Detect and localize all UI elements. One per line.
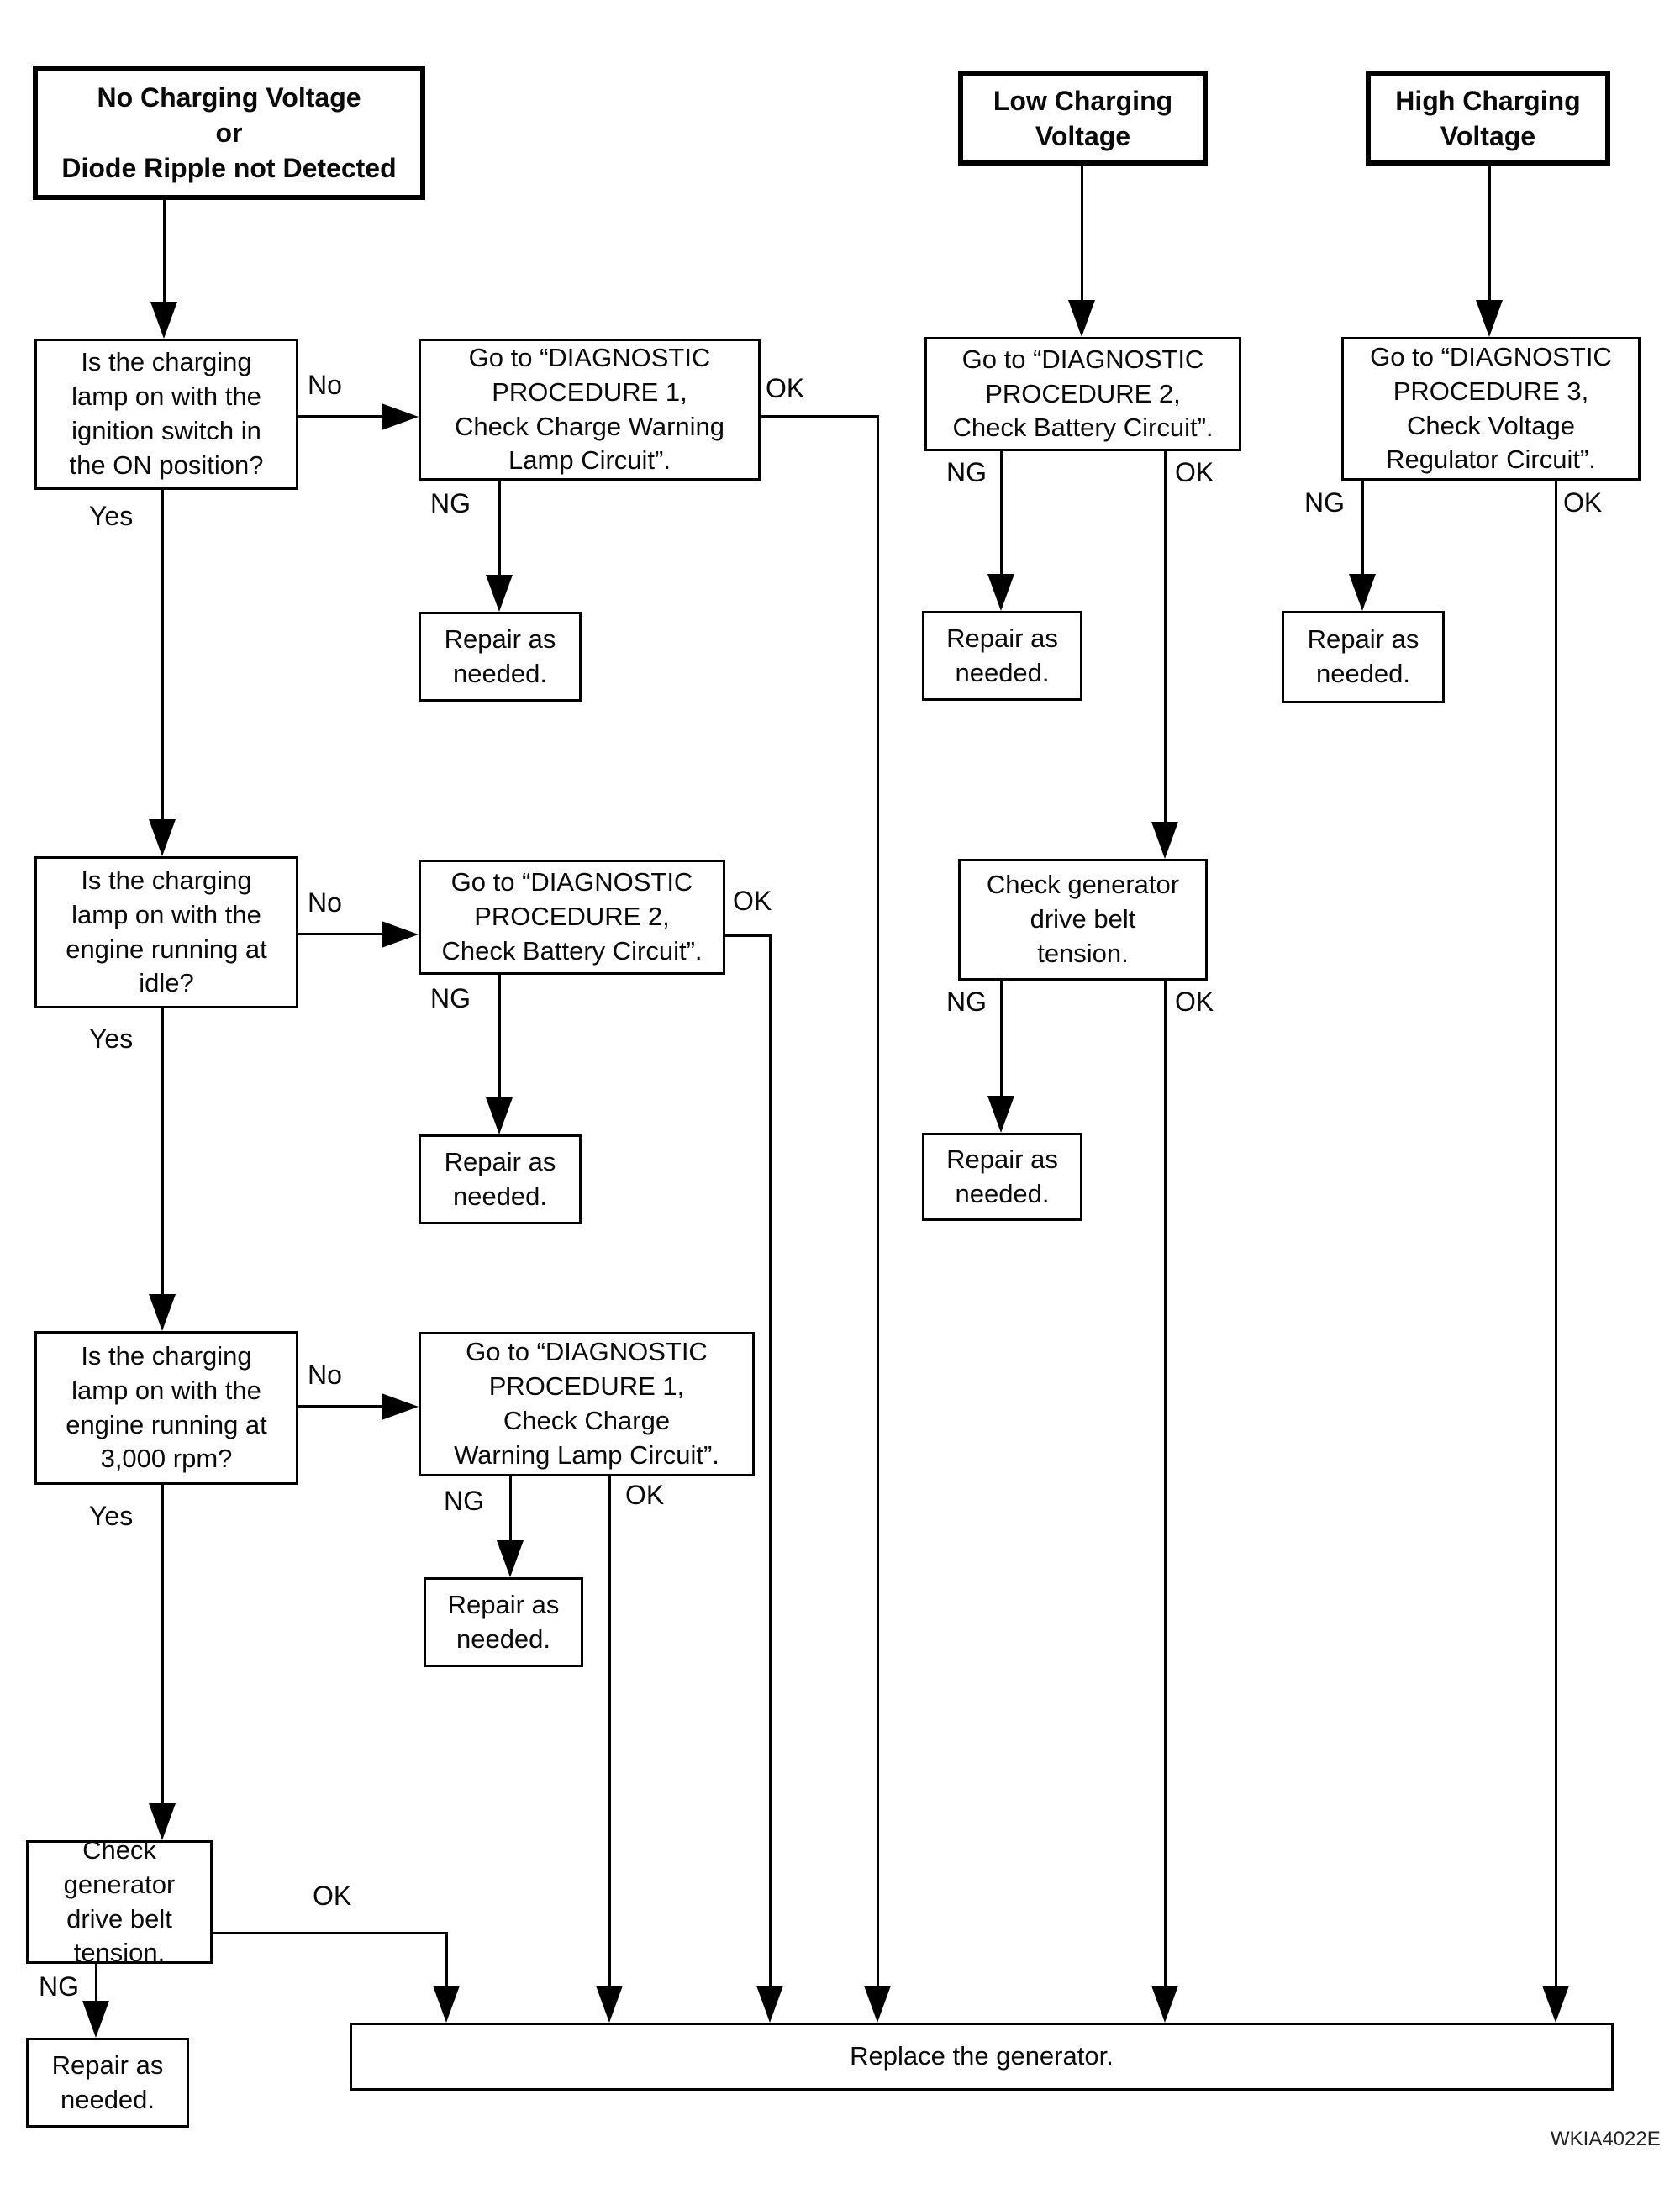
label-ok-2: OK	[733, 886, 772, 916]
arrowhead-down-icon	[987, 1096, 1014, 1133]
process-diagnostic-procedure-3-high-voltage: Go to “DIAGNOSTIC PROCEDURE 3, Check Vol…	[1341, 337, 1641, 481]
start-box-low-charging-voltage: Low Charging Voltage	[958, 71, 1208, 166]
label-ng-2: NG	[430, 983, 471, 1013]
arrowhead-down-icon	[149, 819, 176, 856]
arrowhead-down-icon	[756, 1986, 783, 2023]
label-ng-7: NG	[1304, 487, 1345, 518]
connector-line-ok-2	[725, 934, 772, 937]
label-ng-6: NG	[946, 987, 987, 1017]
label-ok-1: OK	[766, 373, 805, 403]
label-ng-1: NG	[430, 488, 471, 518]
arrowhead-right-icon	[382, 403, 419, 430]
process-check-belt-tension-left: Check generator drive belt tension.	[26, 1835, 213, 1967]
terminal-repair-as-needed-7: Repair as needed.	[1282, 611, 1445, 703]
connector-line-ok-3	[608, 1476, 611, 1986]
terminal-repair-as-needed-1: Repair as needed.	[419, 612, 582, 702]
connector-line-ok-1	[761, 415, 879, 418]
arrowhead-down-icon	[1151, 1986, 1178, 2023]
label-yes-2: Yes	[89, 1023, 134, 1054]
connector-line-ng-1	[498, 481, 501, 575]
connector-line-ng-6	[1000, 981, 1003, 1096]
connector-line-ok-2	[769, 934, 772, 1986]
arrowhead-down-icon	[1151, 822, 1178, 859]
terminal-replace-generator: Replace the generator.	[350, 2023, 1614, 2091]
label-ok-4: OK	[313, 1881, 352, 1911]
decision-lamp-engine-idle: Is the charging lamp on with the engine …	[34, 856, 298, 1008]
process-diagnostic-procedure-2-low-voltage: Go to “DIAGNOSTIC PROCEDURE 2, Check Bat…	[924, 337, 1241, 451]
label-ok-6: OK	[1175, 987, 1214, 1017]
arrowhead-down-icon	[497, 1540, 524, 1577]
terminal-repair-as-needed-5: Repair as needed.	[922, 611, 1082, 701]
arrowhead-right-icon	[382, 1393, 419, 1420]
connector-line-ng-2	[498, 975, 501, 1097]
connector-line	[1081, 166, 1083, 300]
process-diagnostic-procedure-2: Go to “DIAGNOSTIC PROCEDURE 2, Check Bat…	[419, 860, 725, 975]
label-ok-3: OK	[625, 1480, 665, 1510]
connector-line-no-2	[298, 933, 382, 935]
label-ng-4: NG	[39, 1971, 79, 2002]
process-diagnostic-procedure-1: Go to “DIAGNOSTIC PROCEDURE 1, Check Cha…	[419, 339, 761, 481]
arrowhead-down-icon	[1476, 300, 1503, 337]
label-ng-5: NG	[946, 457, 987, 487]
arrowhead-down-icon	[864, 1986, 891, 2023]
connector-line-ng-4	[95, 1964, 97, 2001]
terminal-repair-as-needed-2: Repair as needed.	[419, 1134, 582, 1224]
connector-line-ok-6	[1164, 981, 1167, 1986]
arrowhead-down-icon	[596, 1986, 623, 2023]
arrowhead-down-icon	[486, 575, 513, 612]
figure-code-label: WKIA4022E	[1551, 2128, 1661, 2150]
start-box-high-charging-voltage: High Charging Voltage	[1366, 71, 1610, 166]
arrowhead-down-icon	[1349, 574, 1376, 611]
connector-line-ok-7	[1555, 481, 1557, 1986]
terminal-repair-as-needed-6: Repair as needed.	[922, 1133, 1082, 1221]
arrowhead-down-icon	[486, 1097, 513, 1134]
connector-line	[1488, 166, 1491, 300]
connector-line-no-3	[298, 1405, 382, 1408]
arrowhead-down-icon	[1542, 1986, 1569, 2023]
connector-line-ng-5	[1000, 451, 1003, 574]
terminal-repair-as-needed-3: Repair as needed.	[424, 1577, 583, 1667]
arrowhead-down-icon	[149, 1294, 176, 1331]
terminal-repair-as-needed-4: Repair as needed.	[26, 2038, 189, 2128]
connector-line-no-1	[298, 415, 382, 418]
connector-line-ok-5	[1164, 451, 1167, 822]
decision-lamp-ignition-on: Is the charging lamp on with the ignitio…	[34, 339, 298, 490]
label-yes-1: Yes	[89, 501, 134, 531]
arrowhead-right-icon	[382, 921, 419, 948]
arrowhead-down-icon	[987, 574, 1014, 611]
label-no-2: No	[308, 887, 342, 918]
label-ok-5: OK	[1175, 457, 1214, 487]
label-yes-3: Yes	[89, 1501, 134, 1531]
label-no-1: No	[308, 370, 342, 400]
connector-line-ok-4	[445, 1933, 448, 1986]
connector-line-yes-2	[161, 1008, 164, 1294]
connector-line-ok-4	[213, 1932, 448, 1934]
arrowhead-down-icon	[82, 2001, 109, 2038]
label-ng-3: NG	[444, 1486, 484, 1516]
connector-line-ng-7	[1361, 481, 1364, 574]
arrowhead-down-icon	[433, 1986, 460, 2023]
arrowhead-down-icon	[149, 1803, 176, 1840]
connector-line-ng-3	[509, 1476, 512, 1540]
decision-lamp-3000-rpm: Is the charging lamp on with the engine …	[34, 1331, 298, 1485]
label-ok-7: OK	[1563, 487, 1603, 518]
arrowhead-down-icon	[150, 302, 177, 339]
connector-line-yes-1	[161, 490, 164, 819]
arrowhead-down-icon	[1068, 300, 1095, 337]
process-diagnostic-procedure-1-rpm: Go to “DIAGNOSTIC PROCEDURE 1, Check Cha…	[419, 1332, 755, 1476]
connector-line	[163, 200, 166, 302]
process-check-belt-tension-middle: Check generator drive belt tension.	[958, 859, 1208, 981]
label-no-3: No	[308, 1360, 342, 1390]
connector-line-yes-3	[161, 1485, 164, 1803]
start-box-no-charging-voltage: No Charging Voltage or Diode Ripple not …	[33, 66, 425, 200]
connector-line-ok-1	[877, 415, 879, 1986]
